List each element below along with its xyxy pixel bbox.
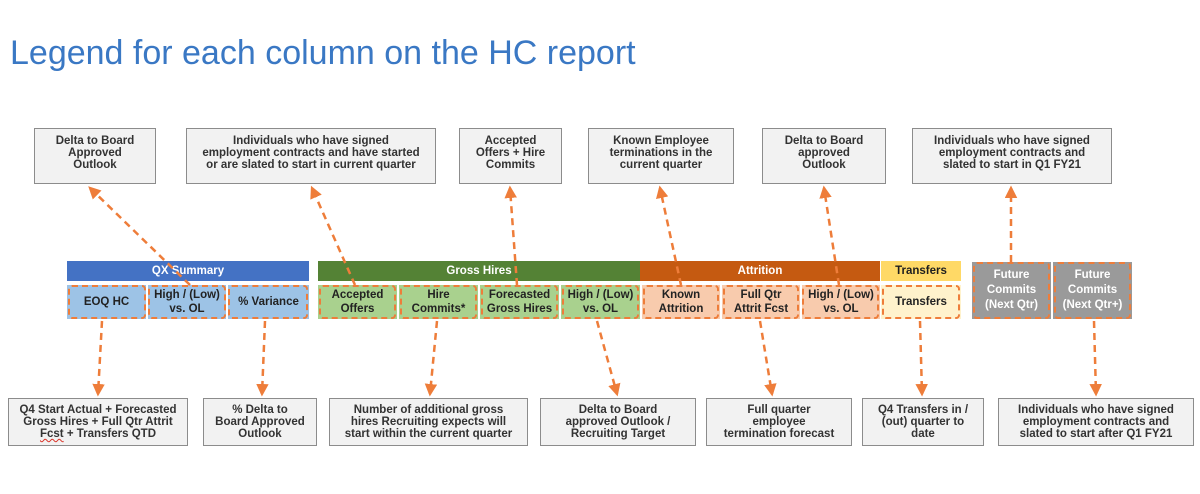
note-known-terminations: Known Employee terminations in the curre… [588, 128, 734, 184]
note-started-current-quarter: Individuals who have signed employment c… [186, 128, 436, 184]
note-slated-q1-fy21: Individuals who have signed employment c… [912, 128, 1112, 184]
note-additional-gross-hires: Number of additional gross hires Recruit… [329, 398, 528, 446]
highlight-transfers [882, 285, 960, 319]
highlight-attrition-high-low [802, 285, 879, 319]
column-qx-high-low-vs-ol: High / (Low) vs. OL [148, 285, 226, 319]
column-future-commits-next-qtr-plus: Future Commits (Next Qtr+) [1053, 262, 1132, 319]
column-gross-high-low-vs-ol: High / (Low) vs. OL [561, 285, 640, 319]
eoq-note-fcst: Fcst [39, 428, 64, 440]
header-attrition: Attrition [640, 261, 880, 281]
arrow-full-qtr-to-bottom-note [758, 320, 777, 397]
arrow-qx-high-low-to-top-note [88, 186, 191, 286]
highlight-eoq-hc [68, 285, 146, 319]
highlight-accepted-offers [319, 285, 396, 319]
highlight-full-qtr-attrit [723, 285, 799, 319]
highlight-known-attrition [643, 285, 719, 319]
highlight-gross-high-low [562, 285, 639, 319]
column-percent-variance: % Variance [228, 285, 309, 319]
highlight-future-next-qtr [973, 262, 1050, 319]
column-hire-commits: Hire Commits* [399, 285, 478, 319]
eoq-note-line-2: Gross Hires + Full Qtr Attrit [23, 416, 173, 428]
arrow-accepted-offers-to-top-note [310, 185, 357, 286]
arrow-transfers-to-bottom-note [915, 320, 928, 397]
header-qx-summary: QX Summary [67, 261, 309, 281]
highlight-qx-high-low [148, 285, 226, 319]
note-full-quarter-termination: Full quarter employee termination foreca… [706, 398, 852, 446]
arrow-forecasted-to-top-note [504, 185, 519, 286]
column-known-attrition: Known Attrition [642, 285, 720, 319]
arrow-future-next-plus-to-bottom-note [1089, 320, 1102, 397]
eoq-note-line-3: Fcst + Transfers QTD [40, 428, 156, 440]
highlight-future-next-qtr-plus [1054, 262, 1131, 319]
arrow-eoq-to-bottom-note [92, 320, 105, 397]
highlight-variance [228, 285, 308, 319]
highlight-hire-commits [400, 285, 477, 319]
note-delta-recruiting-target: Delta to Board approved Outlook / Recrui… [540, 398, 696, 446]
header-gross-hires: Gross Hires [318, 261, 640, 281]
arrow-variance-to-bottom-note [256, 320, 269, 397]
note-accepted-offers-hire-commits: Accepted Offers + Hire Commits [459, 128, 562, 184]
note-eoq-hc-formula: Q4 Start Actual + Forecasted Gross Hires… [8, 398, 188, 446]
highlight-forecasted-gross-hires [481, 285, 558, 319]
future-commits-next-qtr-label: Future Commits (Next Qtr) [984, 269, 1039, 311]
column-full-qtr-attrit-fcst: Full Qtr Attrit Fcst [722, 285, 800, 319]
column-transfers: Transfers [881, 285, 961, 319]
future-commits-next-qtr-plus-label: Future Commits (Next Qtr+) [1062, 269, 1123, 311]
note-delta-board-outlook-qx: Delta to Board Approved Outlook [34, 128, 156, 184]
arrow-hire-commits-to-bottom-note [424, 320, 439, 397]
header-transfers: Transfers [881, 261, 961, 281]
eoq-note-transfers: + Transfers QTD [63, 428, 156, 440]
column-forecasted-gross-hires: Forecasted Gross Hires [480, 285, 559, 319]
column-attrition-high-low-vs-ol: High / (Low) vs. OL [802, 285, 880, 319]
note-slated-after-q1-fy21: Individuals who have signed employment c… [998, 398, 1194, 446]
note-delta-board-outlook-attrition: Delta to Board approved Outlook [762, 128, 886, 184]
arrow-attrition-high-low-to-top-note [819, 185, 841, 286]
note-q4-transfers: Q4 Transfers in / (out) quarter to date [862, 398, 984, 446]
arrow-known-attrition-to-top-note [656, 185, 683, 286]
column-future-commits-next-qtr: Future Commits (Next Qtr) [972, 262, 1051, 319]
note-percent-delta: % Delta to Board Approved Outlook [203, 398, 317, 446]
column-accepted-offers: Accepted Offers [318, 285, 397, 319]
page-title: Legend for each column on the HC report [10, 34, 636, 72]
arrow-gross-high-low-to-bottom-note [595, 320, 621, 397]
eoq-note-line-1: Q4 Start Actual + Forecasted [19, 404, 177, 416]
column-eoq-hc: EOQ HC [67, 285, 146, 319]
